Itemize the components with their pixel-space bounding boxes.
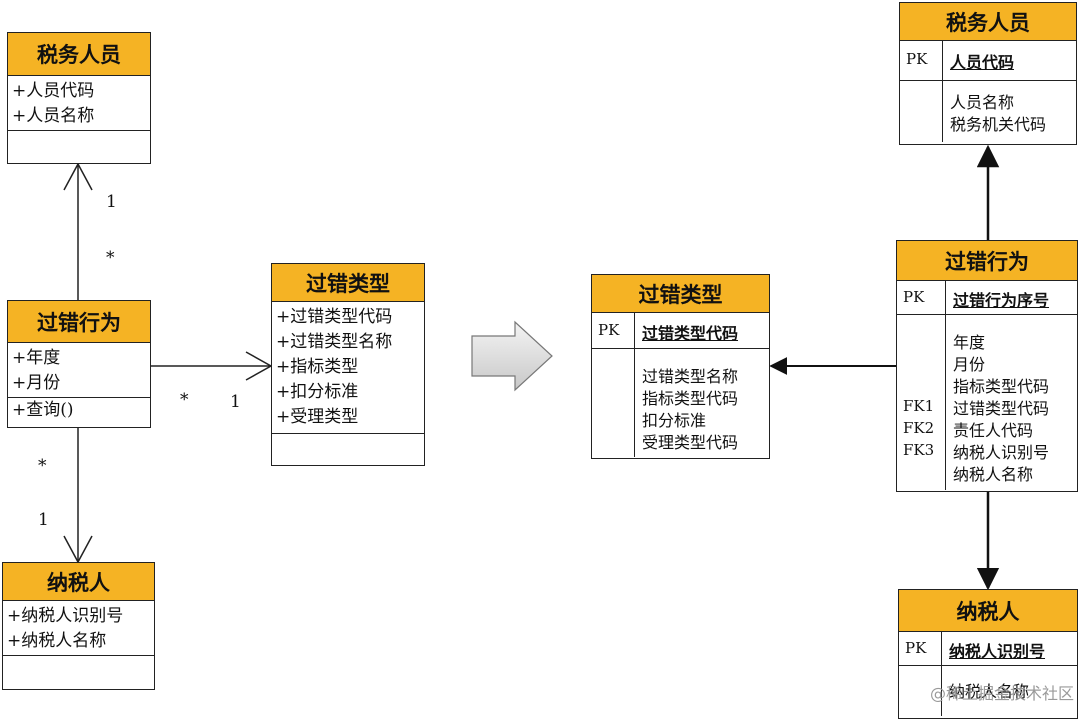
pk-label: PK	[906, 50, 928, 68]
pk-label: PK	[598, 321, 620, 339]
uml-class-errtype[interactable]: 过错类型 +过错类型代码 +过错类型名称 +指标类型 +扣分标准 +受理类型	[271, 263, 425, 466]
uml-errtype-title: 过错类型	[272, 264, 424, 302]
uml-behavior-attrs: +年度 +月份	[8, 343, 150, 398]
attr: 过错类型代码	[953, 399, 1050, 418]
pk-field: 人员代码	[950, 53, 1015, 72]
mult-tax-many: *	[38, 456, 47, 476]
er-behavior-pk-row: PK 过错行为序号	[897, 281, 1077, 315]
pk-field: 过错行为序号	[953, 291, 1050, 310]
mult-err-many: *	[180, 390, 189, 410]
attr: +过错类型名称	[276, 332, 393, 352]
er-table-behavior[interactable]: 过错行为 PK 过错行为序号 年度 月份 指标类型代码 过错类型代码 责任人代码…	[896, 240, 1078, 492]
uml-taxpayer-title: 纳税人	[3, 563, 154, 601]
er-staff-attrs: 人员名称 税务机关代码	[900, 81, 1076, 142]
attr: 纳税人识别号	[953, 443, 1050, 462]
attr: 责任人代码	[953, 421, 1034, 440]
uml-taxpayer-methods	[3, 656, 154, 662]
attr: 纳税人名称	[949, 682, 1030, 701]
uml-errtype-attrs: +过错类型代码 +过错类型名称 +指标类型 +扣分标准 +受理类型	[272, 302, 424, 434]
attr: +月份	[12, 373, 61, 393]
attr: 过错类型名称	[642, 367, 739, 386]
pk-label: PK	[905, 639, 927, 657]
attr: +指标类型	[276, 357, 359, 377]
attr: 指标类型代码	[642, 389, 739, 408]
attr: 月份	[953, 355, 986, 374]
uml-class-staff[interactable]: 税务人员 +人员代码 +人员名称	[7, 32, 151, 164]
attr: 税务机关代码	[950, 115, 1047, 134]
watermark: @稀土掘金技术社区	[929, 684, 1074, 703]
er-errtype-attrs: 过错类型名称 指标类型代码 扣分标准 受理类型代码	[592, 349, 769, 457]
mult-err-one: 1	[230, 392, 241, 412]
mult-staff-many: *	[106, 248, 115, 268]
attr: 扣分标准	[642, 411, 707, 430]
fk-label: FK3	[903, 441, 935, 459]
pk-label: PK	[903, 288, 925, 306]
mult-staff-one: 1	[106, 192, 117, 212]
er-taxpayer-pk-row: PK 纳税人识别号	[899, 632, 1077, 666]
attr: +人员代码	[12, 81, 95, 101]
er-table-errtype[interactable]: 过错类型 PK 过错类型代码 过错类型名称 指标类型代码 扣分标准 受理类型代码	[591, 274, 770, 459]
uml-staff-attrs: +人员代码 +人员名称	[8, 76, 150, 131]
uml-class-taxpayer[interactable]: 纳税人 +纳税人识别号 +纳税人名称	[2, 562, 155, 690]
er-taxpayer-title: 纳税人	[899, 590, 1077, 632]
uml-behavior-methods: +查询()	[8, 398, 150, 426]
attr: +纳税人名称	[7, 631, 107, 651]
method: +查询()	[12, 400, 74, 420]
uml-errtype-methods	[272, 434, 424, 440]
uml-class-behavior[interactable]: 过错行为 +年度 +月份 +查询()	[7, 300, 151, 428]
mult-tax-one: 1	[38, 510, 49, 530]
attr: 人员名称	[950, 93, 1015, 112]
er-table-taxpayer[interactable]: 纳税人 PK 纳税人识别号 纳税人名称	[898, 589, 1078, 719]
er-errtype-pk-row: PK 过错类型代码	[592, 313, 769, 349]
attr: 纳税人名称	[953, 465, 1034, 484]
er-errtype-title: 过错类型	[592, 275, 769, 313]
er-staff-title: 税务人员	[900, 3, 1076, 41]
uml-staff-methods	[8, 131, 150, 137]
pk-field: 过错类型代码	[642, 324, 739, 343]
attr: +扣分标准	[276, 382, 359, 402]
fk-label: FK2	[903, 419, 935, 437]
er-taxpayer-attrs: 纳税人名称	[899, 666, 1077, 716]
attr: 指标类型代码	[953, 377, 1050, 396]
uml-behavior-title: 过错行为	[8, 301, 150, 343]
uml-arrowhead-staff	[63, 162, 93, 191]
attr: +人员名称	[12, 106, 95, 126]
uml-taxpayer-attrs: +纳税人识别号 +纳税人名称	[3, 601, 154, 656]
attr: +纳税人识别号	[7, 606, 124, 626]
uml-staff-title: 税务人员	[8, 33, 150, 76]
er-table-staff[interactable]: 税务人员 PK 人员代码 人员名称 税务机关代码	[899, 2, 1077, 145]
fk-label: FK1	[903, 397, 935, 415]
er-staff-pk-row: PK 人员代码	[900, 41, 1076, 81]
transform-arrow	[471, 320, 553, 392]
attr: +年度	[12, 348, 61, 368]
er-behavior-title: 过错行为	[897, 241, 1077, 281]
attr: +受理类型	[276, 407, 359, 427]
attr: 受理类型代码	[642, 433, 739, 452]
attr: +过错类型代码	[276, 307, 393, 327]
pk-field: 纳税人识别号	[949, 642, 1046, 661]
er-behavior-attrs: 年度 月份 指标类型代码 过错类型代码 责任人代码 纳税人识别号 纳税人名称 F…	[897, 315, 1077, 490]
attr: 年度	[953, 333, 986, 352]
